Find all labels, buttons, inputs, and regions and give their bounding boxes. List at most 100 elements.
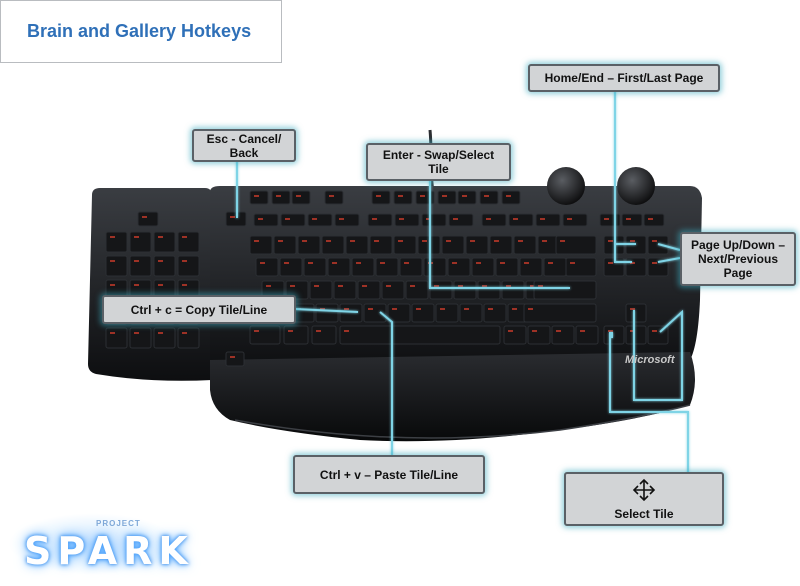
key-legend-mark	[134, 260, 139, 262]
key-legend-mark	[230, 216, 235, 218]
alpha-key	[249, 235, 273, 255]
page-title: Brain and Gallery Hotkeys	[0, 0, 282, 63]
arrow-up-key	[625, 303, 647, 323]
alpha-key	[471, 257, 495, 277]
macro-key	[129, 255, 152, 277]
key-legend-mark	[374, 240, 379, 242]
alpha-key	[369, 235, 393, 255]
key-legend-mark	[652, 262, 657, 264]
callout-paste-text: Ctrl + v – Paste Tile/Line	[319, 467, 459, 482]
key-legend-mark	[506, 195, 511, 197]
key-legend-mark	[422, 240, 427, 242]
key-legend-mark	[285, 218, 290, 220]
alpha-key	[423, 257, 447, 277]
key-legend-mark	[453, 218, 458, 220]
callout-esc-line2: Back	[229, 145, 259, 160]
macro-key	[177, 231, 200, 253]
function-key	[599, 213, 621, 227]
alpha-key	[393, 235, 417, 255]
alpha-key	[327, 257, 351, 277]
key-legend-mark	[630, 308, 635, 310]
key-legend-mark	[398, 195, 403, 197]
key-legend-mark	[556, 330, 561, 332]
key-legend-mark	[380, 262, 385, 264]
function-key	[535, 213, 561, 227]
macro-key	[153, 327, 176, 349]
alpha-key	[351, 257, 375, 277]
alpha-key	[441, 235, 465, 255]
callout-copy-text: Ctrl + c = Copy Tile/Line	[130, 302, 268, 317]
key-legend-mark	[254, 330, 259, 332]
alpha-key	[279, 257, 303, 277]
alpha-key	[375, 257, 399, 277]
alpha-key	[315, 303, 339, 323]
alpha-key	[357, 280, 381, 300]
callout-page-up-down: Page Up/Down – Next/Previous Page	[680, 232, 796, 286]
key-legend-mark	[440, 308, 445, 310]
key-legend-mark	[470, 240, 475, 242]
key-legend-mark	[182, 332, 187, 334]
key-legend-mark	[464, 308, 469, 310]
alpha-key	[459, 303, 483, 323]
callout-paste: Ctrl + v – Paste Tile/Line	[293, 455, 485, 494]
key-legend-mark	[512, 308, 517, 310]
key-legend-mark	[296, 195, 301, 197]
key-legend-mark	[329, 195, 334, 197]
key-legend-mark	[326, 240, 331, 242]
alpha-key	[339, 303, 363, 323]
key-legend-mark	[372, 218, 377, 220]
macro-key	[153, 231, 176, 253]
media-key	[324, 190, 344, 205]
macro-key	[105, 255, 128, 277]
callout-select-tile: Select Tile	[564, 472, 724, 526]
key-legend-mark	[410, 285, 415, 287]
key-legend-mark	[524, 262, 529, 264]
alpha-key	[519, 257, 543, 277]
key-legend-mark	[339, 218, 344, 220]
callout-page-line3: Page	[723, 266, 753, 280]
alpha-key	[465, 235, 489, 255]
function-key	[448, 213, 474, 227]
key-legend-mark	[368, 308, 373, 310]
modifier-key	[503, 325, 527, 345]
wide-key	[533, 280, 597, 300]
key-legend-mark	[260, 262, 265, 264]
key-legend-mark	[230, 356, 235, 358]
media-key	[393, 190, 413, 205]
key-legend-mark	[630, 240, 635, 242]
alpha-key	[381, 280, 405, 300]
nav-key	[625, 257, 647, 277]
callout-esc: Esc - Cancel/ Back	[192, 129, 296, 162]
modifier-key	[527, 325, 551, 345]
keyboard-brand-label: Microsoft	[625, 354, 675, 366]
key-legend-mark	[392, 308, 397, 310]
alpha-key	[501, 280, 525, 300]
key-legend-mark	[484, 195, 489, 197]
macro-key	[105, 231, 128, 253]
key-legend-mark	[446, 240, 451, 242]
alpha-key	[453, 280, 477, 300]
key-legend-mark	[288, 330, 293, 332]
alpha-key	[477, 280, 501, 300]
connector-lines	[236, 90, 689, 474]
function-key	[621, 213, 643, 227]
key-legend-mark	[278, 240, 283, 242]
key-legend-mark	[652, 330, 657, 332]
alpha-key	[255, 257, 279, 277]
volume-knob-left	[547, 167, 585, 205]
alpha-key	[297, 235, 321, 255]
function-key	[334, 213, 360, 227]
key-legend-mark	[580, 330, 585, 332]
key-legend-mark	[567, 218, 572, 220]
key-legend-mark	[434, 285, 439, 287]
callout-home-end: Home/End – First/Last Page	[528, 64, 720, 92]
key-legend-mark	[476, 262, 481, 264]
key-legend-mark	[338, 285, 343, 287]
win-key	[283, 325, 309, 345]
media-key	[479, 190, 499, 205]
key-legend-mark	[486, 218, 491, 220]
arrow-key	[625, 325, 647, 345]
function-key	[421, 213, 447, 227]
media-key	[271, 190, 291, 205]
